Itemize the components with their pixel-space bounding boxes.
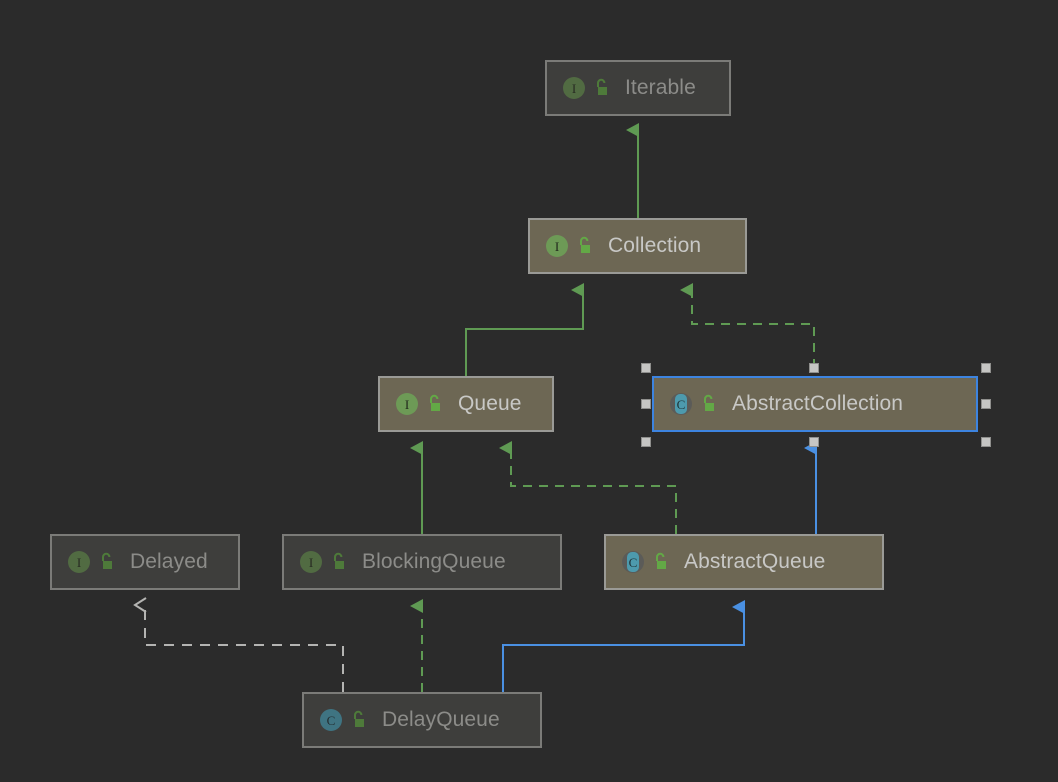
interface-icon: I xyxy=(392,389,422,419)
interface-icon: I xyxy=(559,73,589,103)
unlock-icon xyxy=(700,394,718,414)
unlock-icon xyxy=(350,710,368,730)
edge-queue-to-collection[interactable] xyxy=(465,283,584,376)
selection-handle-top-center[interactable] xyxy=(809,363,819,373)
node-label: AbstractCollection xyxy=(732,392,904,415)
svg-text:C: C xyxy=(677,397,686,412)
selection-handle-top-left[interactable] xyxy=(641,363,651,373)
interface-icon: I xyxy=(64,547,94,577)
node-label: Queue xyxy=(458,392,522,415)
selection-handle-bottom-right[interactable] xyxy=(981,437,991,447)
svg-text:I: I xyxy=(405,397,409,412)
node-iterable[interactable]: I Iterable xyxy=(545,60,731,116)
svg-text:I: I xyxy=(555,239,559,254)
node-delayed[interactable]: I Delayed xyxy=(50,534,240,590)
selection-handle-middle-right[interactable] xyxy=(981,399,991,409)
edge-delayqueue-to-abstractqueue[interactable] xyxy=(502,600,745,692)
class-icon: C xyxy=(618,547,648,577)
edge-abstractqueue-to-queue[interactable] xyxy=(499,441,677,534)
node-label: BlockingQueue xyxy=(362,550,506,573)
svg-text:C: C xyxy=(327,713,336,728)
node-collection[interactable]: I Collection xyxy=(528,218,747,274)
unlock-icon xyxy=(330,552,348,572)
svg-text:C: C xyxy=(629,555,638,570)
node-queue[interactable]: I Queue xyxy=(378,376,554,432)
unlock-icon xyxy=(576,236,594,256)
class-icon: C xyxy=(666,389,696,419)
interface-icon: I xyxy=(542,231,572,261)
node-label: Collection xyxy=(608,234,702,257)
selection-handle-middle-left[interactable] xyxy=(641,399,651,409)
node-abstractcollection[interactable]: C AbstractCollection xyxy=(652,376,978,432)
svg-text:I: I xyxy=(572,81,576,96)
selection-handle-top-right[interactable] xyxy=(981,363,991,373)
svg-text:I: I xyxy=(77,555,81,570)
node-delayqueue[interactable]: C DelayQueue xyxy=(302,692,542,748)
unlock-icon xyxy=(652,552,670,572)
unlock-icon xyxy=(98,552,116,572)
edge-abstractcollection-to-collection[interactable] xyxy=(680,283,815,368)
node-blockingqueue[interactable]: I BlockingQueue xyxy=(282,534,562,590)
node-label: Delayed xyxy=(130,550,208,573)
node-label: DelayQueue xyxy=(382,708,500,731)
node-abstractqueue[interactable]: C AbstractQueue xyxy=(604,534,884,590)
class-round-icon: C xyxy=(316,705,346,735)
selection-handle-bottom-left[interactable] xyxy=(641,437,651,447)
unlock-icon xyxy=(426,394,444,414)
interface-icon: I xyxy=(296,547,326,577)
node-label: AbstractQueue xyxy=(684,550,826,573)
unlock-icon xyxy=(593,78,611,98)
selection-handle-bottom-center[interactable] xyxy=(809,437,819,447)
node-label: Iterable xyxy=(625,76,696,99)
edge-delayqueue-to-delayed[interactable] xyxy=(133,597,344,692)
svg-text:I: I xyxy=(309,555,313,570)
